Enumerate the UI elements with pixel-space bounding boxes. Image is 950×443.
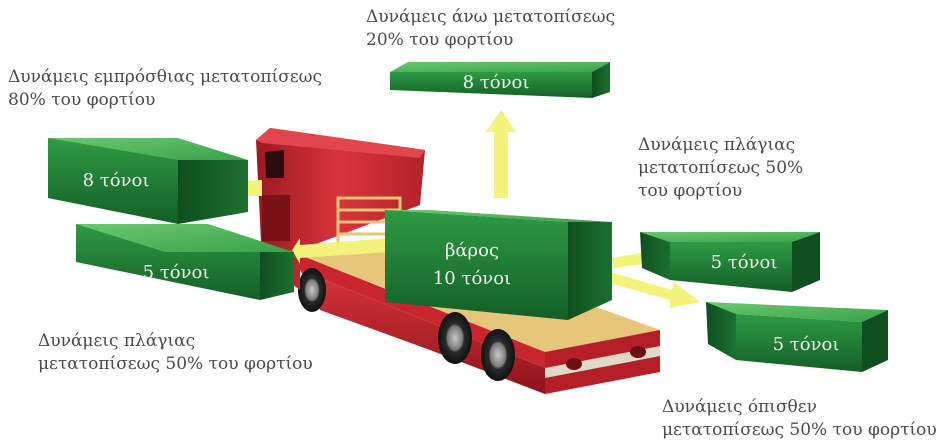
arrow-forward — [292, 238, 390, 264]
box-up: 8 τόνοι — [390, 62, 610, 98]
label-front-line-1: Δυνάμεις εμπρόσθιας μετατοπίσεως — [8, 67, 323, 87]
box-rear: 5 τόνοι — [706, 302, 888, 372]
cab-roof — [256, 128, 425, 158]
wheel — [438, 312, 472, 364]
wheel — [298, 268, 326, 312]
box-front: 8 τόνοι — [48, 138, 248, 224]
box-front-label: 8 τόνοι — [83, 170, 150, 191]
label-up-line-2: 20% του φορτίου — [366, 30, 514, 50]
arrow-up — [486, 110, 516, 198]
label-rear-line-2: μετατοπίσεως 50% του φορτίου — [662, 420, 937, 440]
label-side-left-forces: Δυνάμεις πλάγιας μετατοπίσεως 50% του φο… — [38, 330, 313, 376]
label-side-left-line-2: μετατοπίσεως 50% του φορτίου — [38, 354, 313, 374]
label-front-line-2: 80% του φορτίου — [8, 90, 156, 110]
rear-light-left — [566, 358, 582, 370]
label-side-right-line-3: του φορτίου — [638, 181, 743, 201]
box-right-side: 5 τόνοι — [640, 232, 820, 292]
arrow-rear — [606, 272, 700, 308]
label-up-forces: Δυνάμεις άνω μετατοπίσεως 20% του φορτίο… — [366, 6, 615, 52]
box-left-side-label: 5 τόνοι — [143, 262, 210, 283]
wheel — [481, 329, 515, 381]
label-side-right-line-2: μετατοπίσεως 50% — [638, 158, 804, 178]
rear-light-right — [630, 346, 646, 358]
box-cargo: βάρος 10 τόνοι — [385, 210, 612, 320]
cab-window — [265, 150, 284, 178]
trailer-rail — [300, 255, 545, 368]
label-rear-line-1: Δυνάμεις όπισθεν — [662, 397, 817, 417]
box-cargo-label-2: 10 τόνοι — [433, 268, 511, 289]
label-rear-forces: Δυνάμεις όπισθεν μετατοπίσεως 50% του φο… — [662, 396, 937, 442]
label-side-right-line-1: Δυνάμεις πλάγιας — [638, 135, 796, 155]
box-up-label: 8 τόνοι — [463, 72, 530, 93]
box-left-side: 5 τόνοι — [76, 224, 294, 300]
label-side-left-line-1: Δυνάμεις πλάγιας — [38, 331, 196, 351]
label-front-forces: Δυνάμεις εμπρόσθιας μετατοπίσεως 80% του… — [8, 66, 322, 112]
label-up-line-1: Δυνάμεις άνω μετατοπίσεως — [366, 7, 615, 27]
box-cargo-label-1: βάρος — [445, 240, 499, 261]
box-rear-label: 5 τόνοι — [773, 334, 840, 355]
cab-grille — [262, 195, 290, 241]
box-right-side-label: 5 τόνοι — [711, 252, 778, 273]
label-side-right-forces: Δυνάμεις πλάγιας μετατοπίσεως 50% του φο… — [638, 134, 803, 203]
